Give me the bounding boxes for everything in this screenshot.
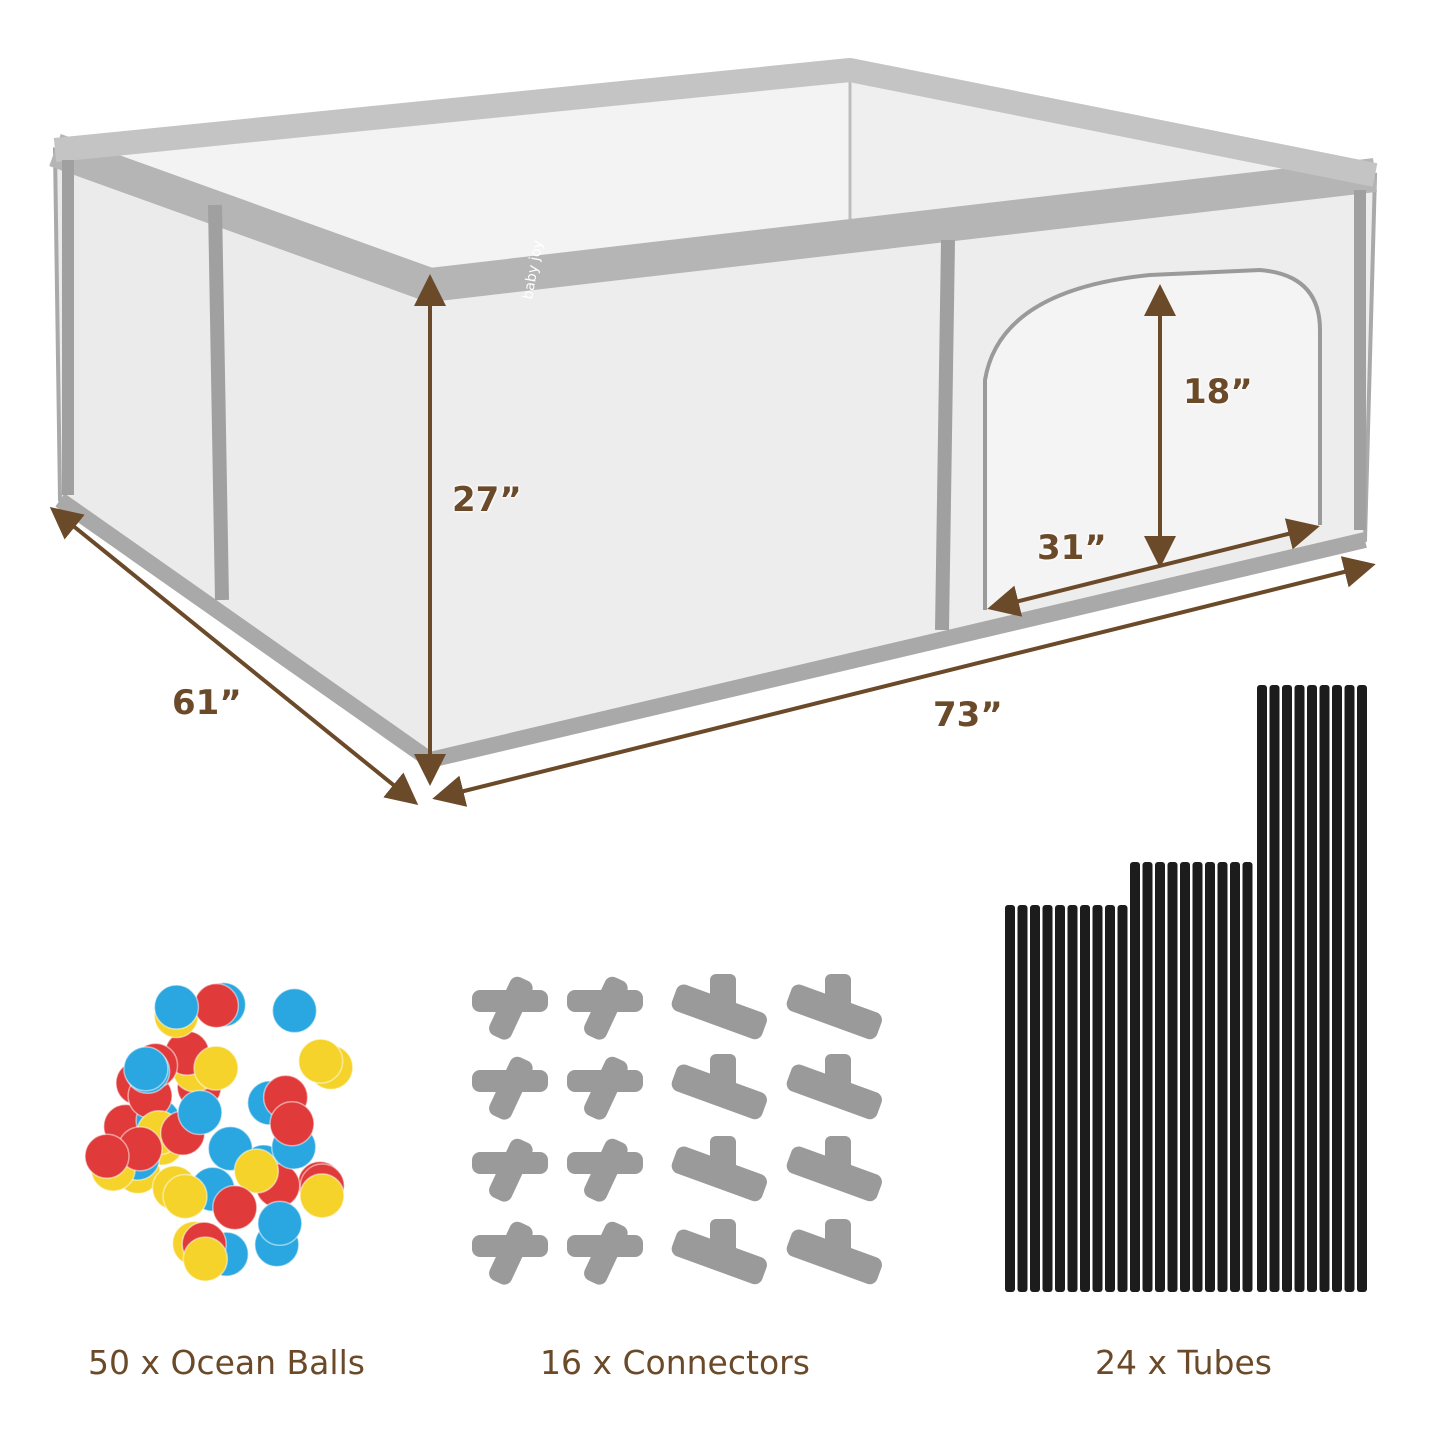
tube [1167,862,1178,1292]
tube [1005,905,1015,1292]
tube [1319,685,1330,1292]
ocean-ball [257,1200,303,1247]
tube [1192,862,1203,1292]
tube [1130,862,1140,1292]
tube [1242,862,1253,1292]
ocean-ball [233,1148,280,1194]
length-label: 73” [933,695,1003,735]
width-label: 61” [172,683,242,723]
tubes [1005,685,1367,1292]
ocean-ball [212,1184,258,1231]
length-arrow [432,556,1376,807]
ocean-ball [193,982,240,1029]
tube [1282,685,1292,1292]
connectors-label: 16 x Connectors [540,1343,810,1382]
tube [1030,905,1040,1292]
connector [472,1138,548,1202]
ocean-ball [193,1045,239,1091]
tube [1155,862,1165,1292]
connector [786,1219,882,1285]
connector [786,1136,882,1202]
tube [1357,685,1367,1292]
tube [1230,862,1240,1292]
tube [1142,862,1153,1292]
width-arrow [49,506,419,806]
tube [1307,685,1317,1292]
ocean-ball [271,987,318,1034]
ocean-ball [269,1101,315,1147]
connector [472,1221,548,1285]
tube [1092,905,1103,1292]
tube [1205,862,1215,1292]
playpen: baby joy [49,58,1378,768]
ocean-ball [123,1046,169,1092]
ocean-ball [153,984,200,1030]
connector [786,974,882,1040]
connector [671,1219,767,1285]
connector [472,1056,548,1120]
tube [1105,905,1115,1292]
connector [786,1054,882,1120]
tube [1080,905,1090,1292]
connector [671,1054,767,1120]
connector [567,1138,643,1202]
connector [567,1056,643,1120]
ocean-ball [162,1173,208,1220]
tube [1269,685,1280,1292]
dimension-arrows [49,274,1376,807]
connector [567,1221,643,1285]
ocean-ball [177,1089,223,1136]
height-label: 27” [452,480,522,520]
tube [1042,905,1053,1292]
tube [1117,905,1128,1292]
tube [1180,862,1190,1292]
tube [1217,862,1228,1292]
tubes-label: 24 x Tubes [1095,1343,1273,1382]
connector [472,976,548,1040]
tube [1055,905,1065,1292]
ocean-balls [84,981,354,1282]
tube [1332,685,1342,1292]
tube [1344,685,1355,1292]
ocean-ball [84,1133,130,1179]
connector [567,976,643,1040]
connector [671,974,767,1040]
tube [1257,685,1267,1292]
connectors [472,974,882,1285]
ocean-ball [299,1173,345,1219]
ocean-balls-label: 50 x Ocean Balls [88,1343,365,1382]
ocean-ball [182,1236,229,1282]
ocean-ball [297,1038,344,1084]
tube [1294,685,1305,1292]
door-height-label: 18” [1183,372,1253,412]
connector [671,1136,767,1202]
tube [1067,905,1078,1292]
door-width-label: 31” [1037,528,1107,568]
tube [1017,905,1028,1292]
